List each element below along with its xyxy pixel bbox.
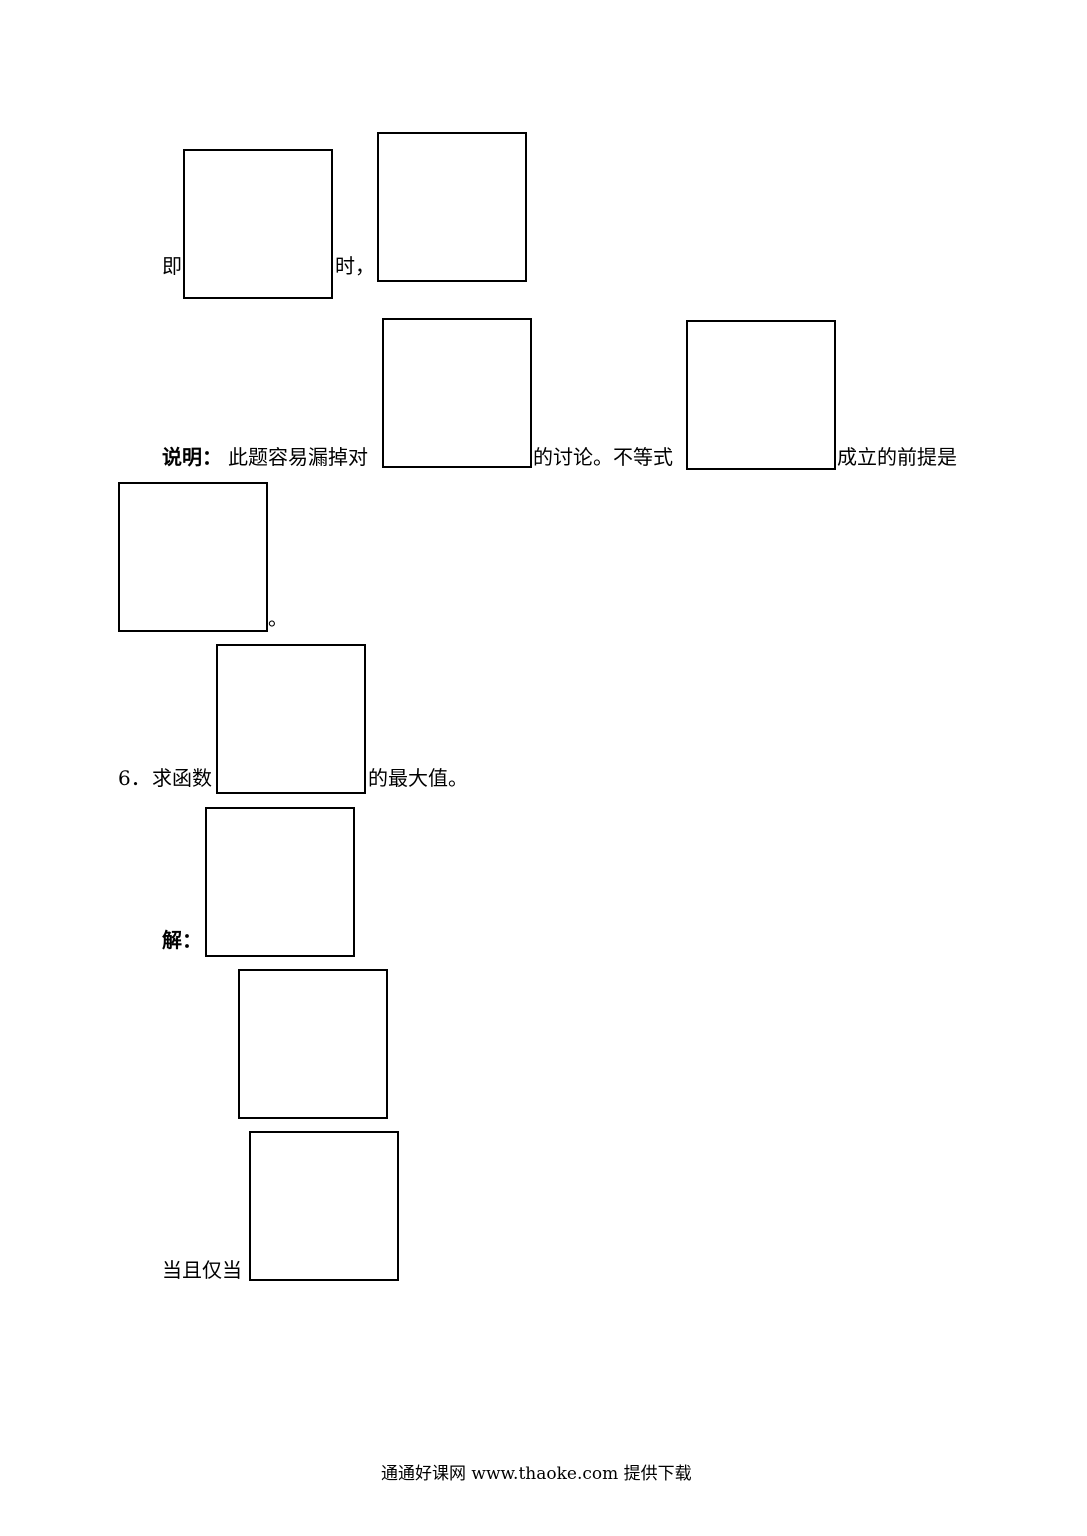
- text-ji: 即: [162, 254, 182, 278]
- formula-image: [686, 320, 836, 470]
- problem-number: 6．: [118, 766, 151, 790]
- formula-image: [183, 149, 333, 299]
- formula-image: [205, 807, 355, 957]
- text-dangqiejindang: 当且仅当: [162, 1258, 242, 1282]
- problem-text-b: 的最大值。: [368, 766, 468, 790]
- formula-image: [216, 644, 366, 794]
- text-period: 。: [268, 606, 288, 630]
- formula-image: [118, 482, 268, 632]
- text-shuoming-b: 的讨论。不等式: [533, 445, 673, 469]
- text-shi: 时，: [335, 254, 375, 278]
- problem-text-a: 求函数: [152, 766, 212, 790]
- footer-text: 通通好课网 www.thaoke.com 提供下载: [381, 1464, 692, 1484]
- formula-image: [377, 132, 527, 282]
- label-jie: 解：: [162, 928, 202, 952]
- formula-image: [382, 318, 532, 468]
- label-shuoming: 说明：: [162, 445, 222, 469]
- text-shuoming-a: 此题容易漏掉对: [228, 445, 368, 469]
- formula-image: [238, 969, 388, 1119]
- text-shuoming-c: 成立的前提是: [837, 445, 957, 469]
- formula-image: [249, 1131, 399, 1281]
